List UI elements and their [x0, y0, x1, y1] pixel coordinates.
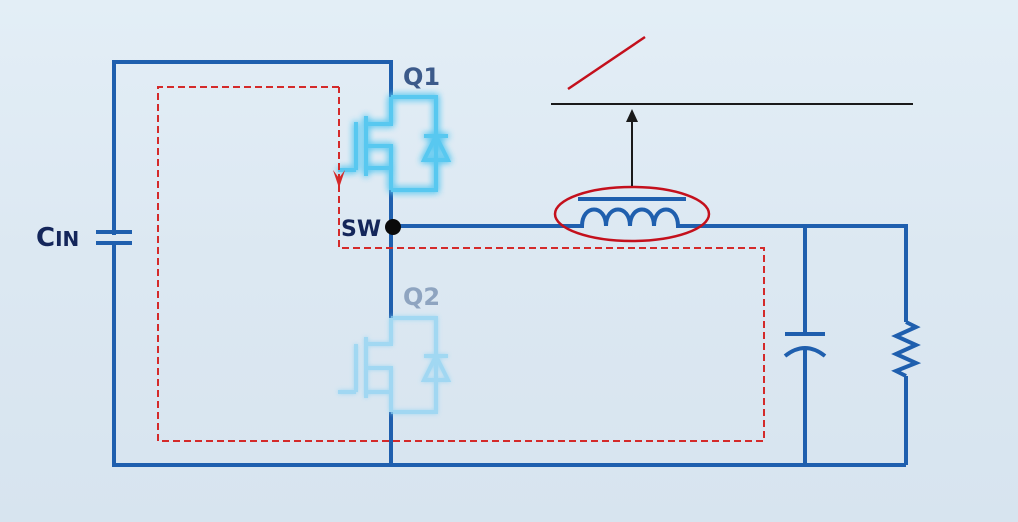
capacitor-icon — [96, 230, 132, 245]
cout-plate-bottom — [783, 346, 827, 358]
q1-mosfet-icon — [338, 95, 452, 192]
inductor-highlight-ellipse — [553, 185, 711, 243]
inductor-coils — [578, 207, 686, 228]
q2-mosfet-icon — [338, 316, 452, 414]
q1-drain-body — [391, 95, 438, 192]
cin-label: CIN — [36, 223, 79, 253]
circuit-wires — [112, 60, 908, 467]
q1-diode-triangle — [420, 131, 452, 162]
arrow-up-icon — [626, 109, 638, 122]
q2-drain-body — [391, 316, 438, 414]
q1-channel — [368, 97, 393, 190]
wire-inductor-to-output — [686, 224, 908, 322]
sw-node-dot — [385, 219, 401, 235]
q2-channel — [368, 318, 393, 412]
q1-label: Q1 — [403, 63, 440, 91]
wire-input-top — [112, 60, 393, 235]
q2-diode-triangle — [420, 351, 452, 382]
inductor-icon — [578, 197, 686, 228]
q2-label: Q2 — [403, 283, 440, 311]
current-path-dashed-line — [157, 86, 765, 442]
resistor-icon — [891, 320, 922, 378]
cin-label-main: C — [36, 223, 55, 253]
cin-label-subscript: IN — [55, 227, 79, 251]
graph-ramp-line — [567, 35, 646, 91]
output-capacitor-icon — [783, 332, 827, 358]
sw-node-label: SW — [341, 217, 381, 242]
resistor-zigzag — [891, 320, 922, 378]
wire-input-bottom — [112, 243, 906, 467]
current-path-loop — [157, 86, 765, 442]
current-direction-arrow-icon — [333, 170, 345, 188]
inductor-current-graph — [551, 35, 913, 186]
